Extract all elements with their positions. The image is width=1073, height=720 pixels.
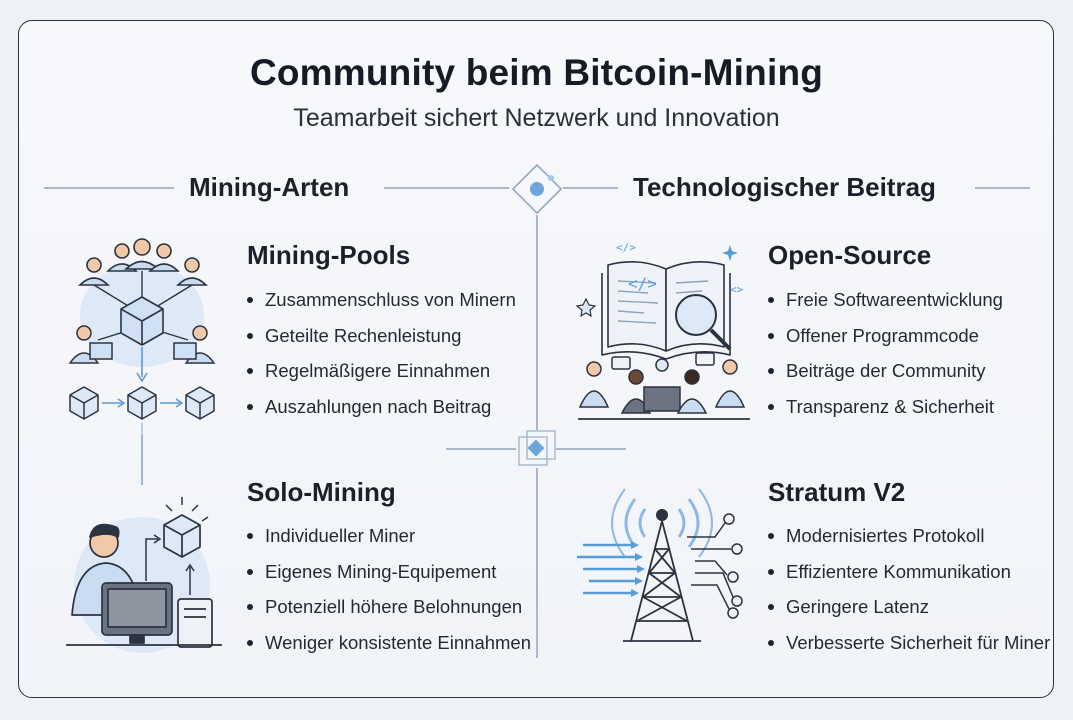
list-item: Transparenz & Sicherheit: [768, 394, 1003, 430]
bullet-list-open-source: Freie Softwareentwicklung Offener Progra…: [768, 287, 1003, 429]
divider-middle-b: [556, 448, 626, 450]
list-item: Weniger konsistente Einnahmen: [247, 630, 531, 666]
list-item: Geteilte Rechenleistung: [247, 323, 516, 359]
svg-text:<>: <>: [730, 283, 744, 296]
list-item: Freie Softwareentwicklung: [768, 287, 1003, 323]
open-book-code-icon: </> </> <>: [575, 241, 750, 420]
list-item: Potenziell höhere Belohnungen: [247, 594, 531, 630]
divider-middle-a: [446, 448, 516, 450]
divider-left-b: [384, 187, 509, 189]
list-item: Eigenes Mining-Equipement: [247, 559, 531, 595]
divider-left-a: [44, 187, 174, 189]
item-title-solo-mining: Solo-Mining: [247, 477, 396, 507]
bullet-list-stratum-v2: Modernisiertes Protokoll Effizientere Ko…: [768, 523, 1050, 665]
page-subtitle: Teamarbeit sichert Netzwerk und Innovati…: [293, 104, 780, 132]
divider-vertical-bottom: [536, 468, 538, 658]
divider-vertical-top: [536, 215, 538, 430]
list-item: Regelmäßigere Einnahmen: [247, 358, 516, 394]
page-title: Community beim Bitcoin-Mining: [249, 52, 824, 93]
list-item: Effizientere Kommunikation: [768, 559, 1050, 595]
section-heading-mining-arten: Mining-Arten: [189, 172, 350, 202]
solo-miner-computer-icon: [66, 497, 222, 653]
list-item: Offener Programmcode: [768, 323, 1003, 359]
divider-right-a: [563, 187, 618, 189]
section-heading-technologischer-beitrag: Technologischer Beitrag: [633, 172, 936, 202]
item-title-stratum-v2: Stratum V2: [768, 477, 906, 507]
list-item: Individueller Miner: [247, 523, 531, 559]
bullet-list-solo-mining: Individueller Miner Eigenes Mining-Equip…: [247, 523, 531, 665]
divider-right-b: [975, 187, 1030, 189]
item-title-open-source: Open-Source: [768, 240, 932, 270]
mining-pool-network-icon: [68, 238, 216, 435]
connector-arrow-down: [141, 435, 143, 485]
list-item: Verbesserte Sicherheit für Miner: [768, 630, 1050, 666]
svg-text:</>: </>: [616, 241, 636, 254]
list-item: Auszahlungen nach Beitrag: [247, 394, 516, 430]
list-item: Geringere Latenz: [768, 594, 1050, 630]
svg-text:</>: </>: [628, 274, 657, 293]
center-diamond-icon: [511, 163, 563, 215]
list-item: Zusammenschluss von Minern: [247, 287, 516, 323]
list-item: Beiträge der Community: [768, 358, 1003, 394]
middle-diamond-icon: [518, 430, 556, 466]
signal-tower-icon: [577, 488, 743, 642]
list-item: Modernisiertes Protokoll: [768, 523, 1050, 559]
item-title-mining-pools: Mining-Pools: [247, 240, 411, 270]
bullet-list-mining-pools: Zusammenschluss von Minern Geteilte Rech…: [247, 287, 516, 429]
